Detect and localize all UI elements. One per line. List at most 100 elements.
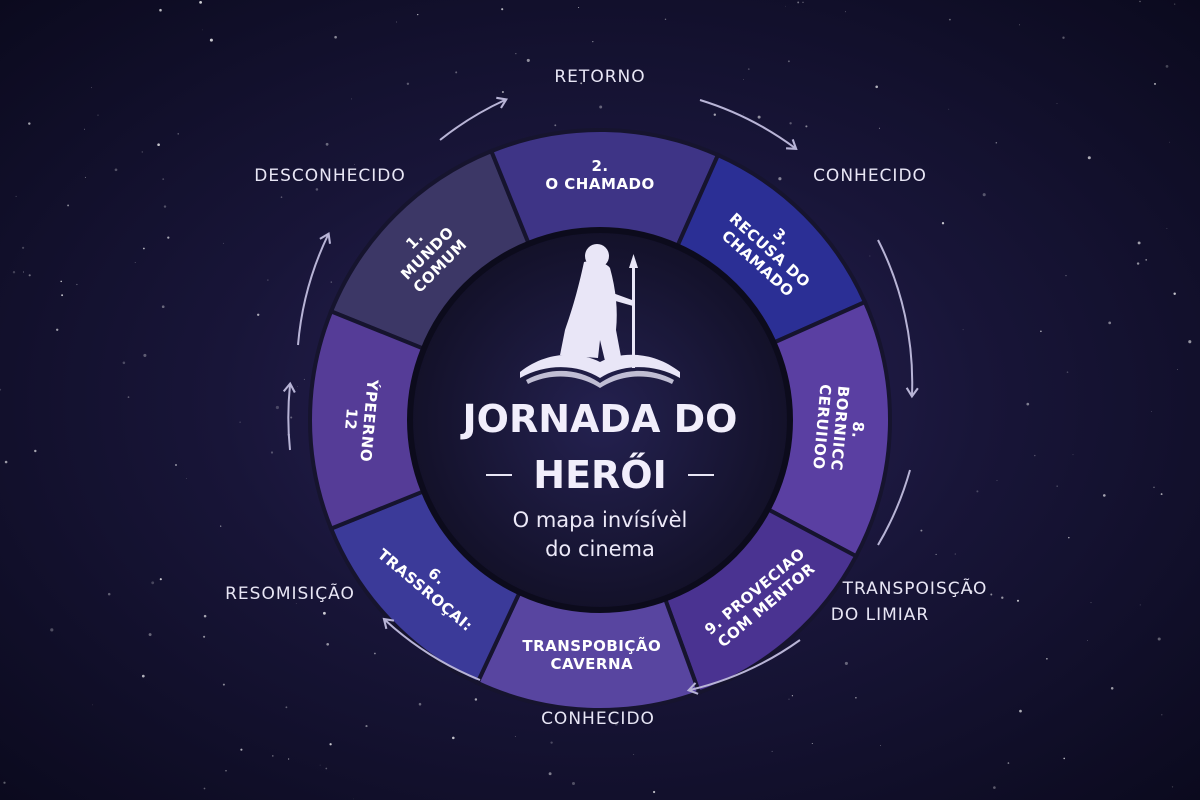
star	[353, 798, 354, 800]
star	[875, 85, 879, 89]
star	[322, 611, 326, 615]
star	[996, 480, 998, 481]
star	[270, 451, 274, 454]
star	[578, 6, 580, 9]
star	[1139, 0, 1141, 3]
star	[1169, 141, 1170, 143]
star	[713, 113, 716, 116]
star	[811, 742, 813, 745]
star	[1087, 640, 1088, 641]
star	[954, 553, 956, 555]
segment-caverna-label-line: CAVERNA	[550, 655, 633, 673]
star	[548, 772, 552, 776]
star	[272, 755, 274, 757]
star	[28, 274, 31, 277]
star	[162, 178, 165, 180]
label-transposicao-line-2: DO LIMIAR	[831, 605, 929, 625]
star	[993, 786, 996, 789]
star	[1034, 454, 1036, 457]
star	[1108, 321, 1112, 325]
star	[285, 706, 288, 709]
star	[474, 698, 478, 701]
star	[526, 58, 530, 62]
star	[805, 125, 808, 128]
segment-2-label-line: O CHAMADO	[545, 175, 654, 193]
star	[982, 193, 986, 197]
star	[199, 1, 202, 4]
star	[515, 53, 517, 55]
star	[1102, 494, 1106, 497]
star	[1136, 262, 1140, 265]
star	[976, 490, 979, 493]
star	[878, 127, 880, 129]
star	[1165, 65, 1169, 68]
star	[1174, 3, 1176, 5]
star	[572, 782, 575, 785]
star	[209, 38, 213, 42]
star	[1019, 709, 1022, 713]
star	[203, 614, 207, 618]
star	[225, 770, 227, 772]
star	[257, 313, 260, 316]
star	[295, 603, 297, 605]
star	[1110, 687, 1114, 690]
title-line-1: JORNADA DO	[460, 397, 738, 441]
star	[802, 1, 804, 3]
star	[56, 328, 59, 331]
star	[50, 628, 54, 632]
star	[141, 151, 144, 153]
star	[127, 396, 130, 398]
star	[396, 21, 398, 23]
star	[925, 587, 928, 591]
star	[1154, 82, 1156, 85]
star	[15, 195, 17, 197]
star	[784, 5, 786, 7]
star	[1166, 227, 1168, 229]
star	[330, 281, 333, 283]
segment-8-label: 8.BORNIICCCERUIIOO	[809, 383, 870, 473]
label-retorno: RETORNO	[554, 67, 645, 87]
star	[1065, 274, 1067, 277]
star	[143, 247, 145, 250]
star	[1066, 371, 1069, 373]
star	[514, 735, 516, 738]
segment-8-label-line: 8.	[848, 421, 867, 440]
star	[664, 18, 667, 21]
star	[1087, 156, 1091, 160]
star	[1026, 402, 1030, 406]
star	[107, 592, 111, 596]
star	[280, 196, 283, 198]
hero-with-staff-on-book-icon	[520, 244, 680, 388]
star	[1063, 757, 1065, 760]
star	[1007, 762, 1010, 764]
star	[325, 142, 329, 146]
star	[838, 610, 841, 613]
star	[220, 525, 222, 527]
star	[1139, 604, 1141, 606]
star	[22, 246, 25, 249]
star	[1137, 241, 1141, 245]
arrow-top-right	[699, 99, 798, 150]
star	[452, 736, 455, 740]
star	[201, 29, 203, 31]
star	[163, 205, 167, 208]
star	[1157, 637, 1161, 641]
star	[326, 642, 330, 646]
star	[61, 294, 64, 297]
star	[223, 242, 224, 244]
star	[844, 11, 846, 13]
star	[175, 464, 177, 466]
star	[990, 593, 993, 596]
star	[1151, 411, 1152, 412]
star	[315, 188, 319, 191]
star	[329, 743, 332, 746]
star	[948, 18, 951, 21]
star	[12, 270, 16, 274]
star	[869, 255, 871, 257]
star	[90, 87, 93, 89]
star	[747, 68, 750, 70]
star	[1090, 602, 1092, 604]
